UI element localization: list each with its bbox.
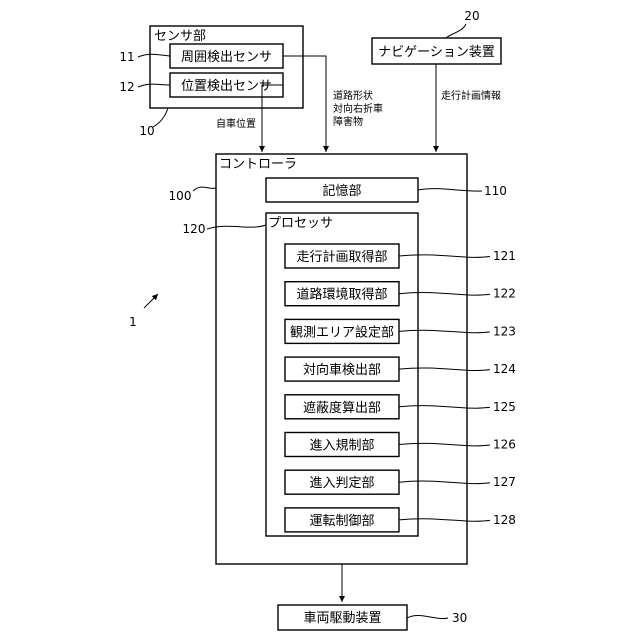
- sensor-unit-title: センサ部: [154, 29, 206, 44]
- position-sensor-label: 位置検出センサ: [181, 79, 272, 94]
- module-label: 道路環境取得部: [296, 287, 387, 303]
- module-ref: 123: [493, 324, 516, 338]
- system-ref: 1: [129, 315, 137, 329]
- module-ref: 127: [493, 475, 516, 489]
- surround-sensor-ref: 11: [119, 50, 134, 64]
- system-ref-arrow: [144, 294, 158, 308]
- module-ref: 126: [493, 438, 516, 452]
- module-ref: 122: [493, 287, 516, 301]
- surround-sensor-label: 周囲検出センサ: [181, 50, 272, 65]
- module-ref: 125: [493, 400, 516, 414]
- module-ref: 124: [493, 362, 516, 376]
- oncoming-right-turn-label: 対向右折車: [333, 102, 383, 115]
- module-label: 進入判定部: [309, 476, 374, 491]
- module-ref: 121: [493, 249, 516, 263]
- navigation-label: ナビゲーション装置: [378, 45, 495, 60]
- sensor-unit-leader: [153, 108, 168, 127]
- controller-leader: [193, 187, 216, 191]
- module-label: 進入規制部: [309, 439, 374, 454]
- processor-ref: 120: [183, 222, 206, 236]
- module-label: 対向車検出部: [303, 362, 381, 378]
- module-label: 遮蔽度算出部: [303, 400, 381, 416]
- sensor-unit-ref: 10: [139, 124, 154, 138]
- navigation-leader: [446, 24, 466, 38]
- memory-label: 記憶部: [322, 183, 361, 199]
- processor-title: プロセッサ: [268, 216, 333, 231]
- travel-plan-info-label: 走行計画情報: [441, 89, 501, 102]
- navigation-ref: 20: [464, 9, 479, 23]
- road-shape-label: 道路形状: [333, 89, 373, 102]
- obstacle-label: 障害物: [333, 115, 363, 128]
- vehicle-drive-label: 車両駆動装置: [303, 611, 381, 626]
- vehicle-drive-leader: [407, 615, 448, 618]
- module-ref: 128: [493, 513, 516, 527]
- controller-ref: 100: [169, 189, 192, 203]
- vehicle-drive-ref: 30: [452, 611, 467, 625]
- position-sensor-ref: 12: [119, 80, 134, 94]
- module-label: 走行計画取得部: [296, 249, 387, 265]
- controller-title: コントローラ: [219, 157, 297, 172]
- memory-ref: 110: [484, 184, 507, 198]
- module-label: 運転制御部: [309, 514, 374, 529]
- own-position-label: 自車位置: [216, 117, 256, 130]
- module-label: 観測エリア設定部: [290, 324, 394, 340]
